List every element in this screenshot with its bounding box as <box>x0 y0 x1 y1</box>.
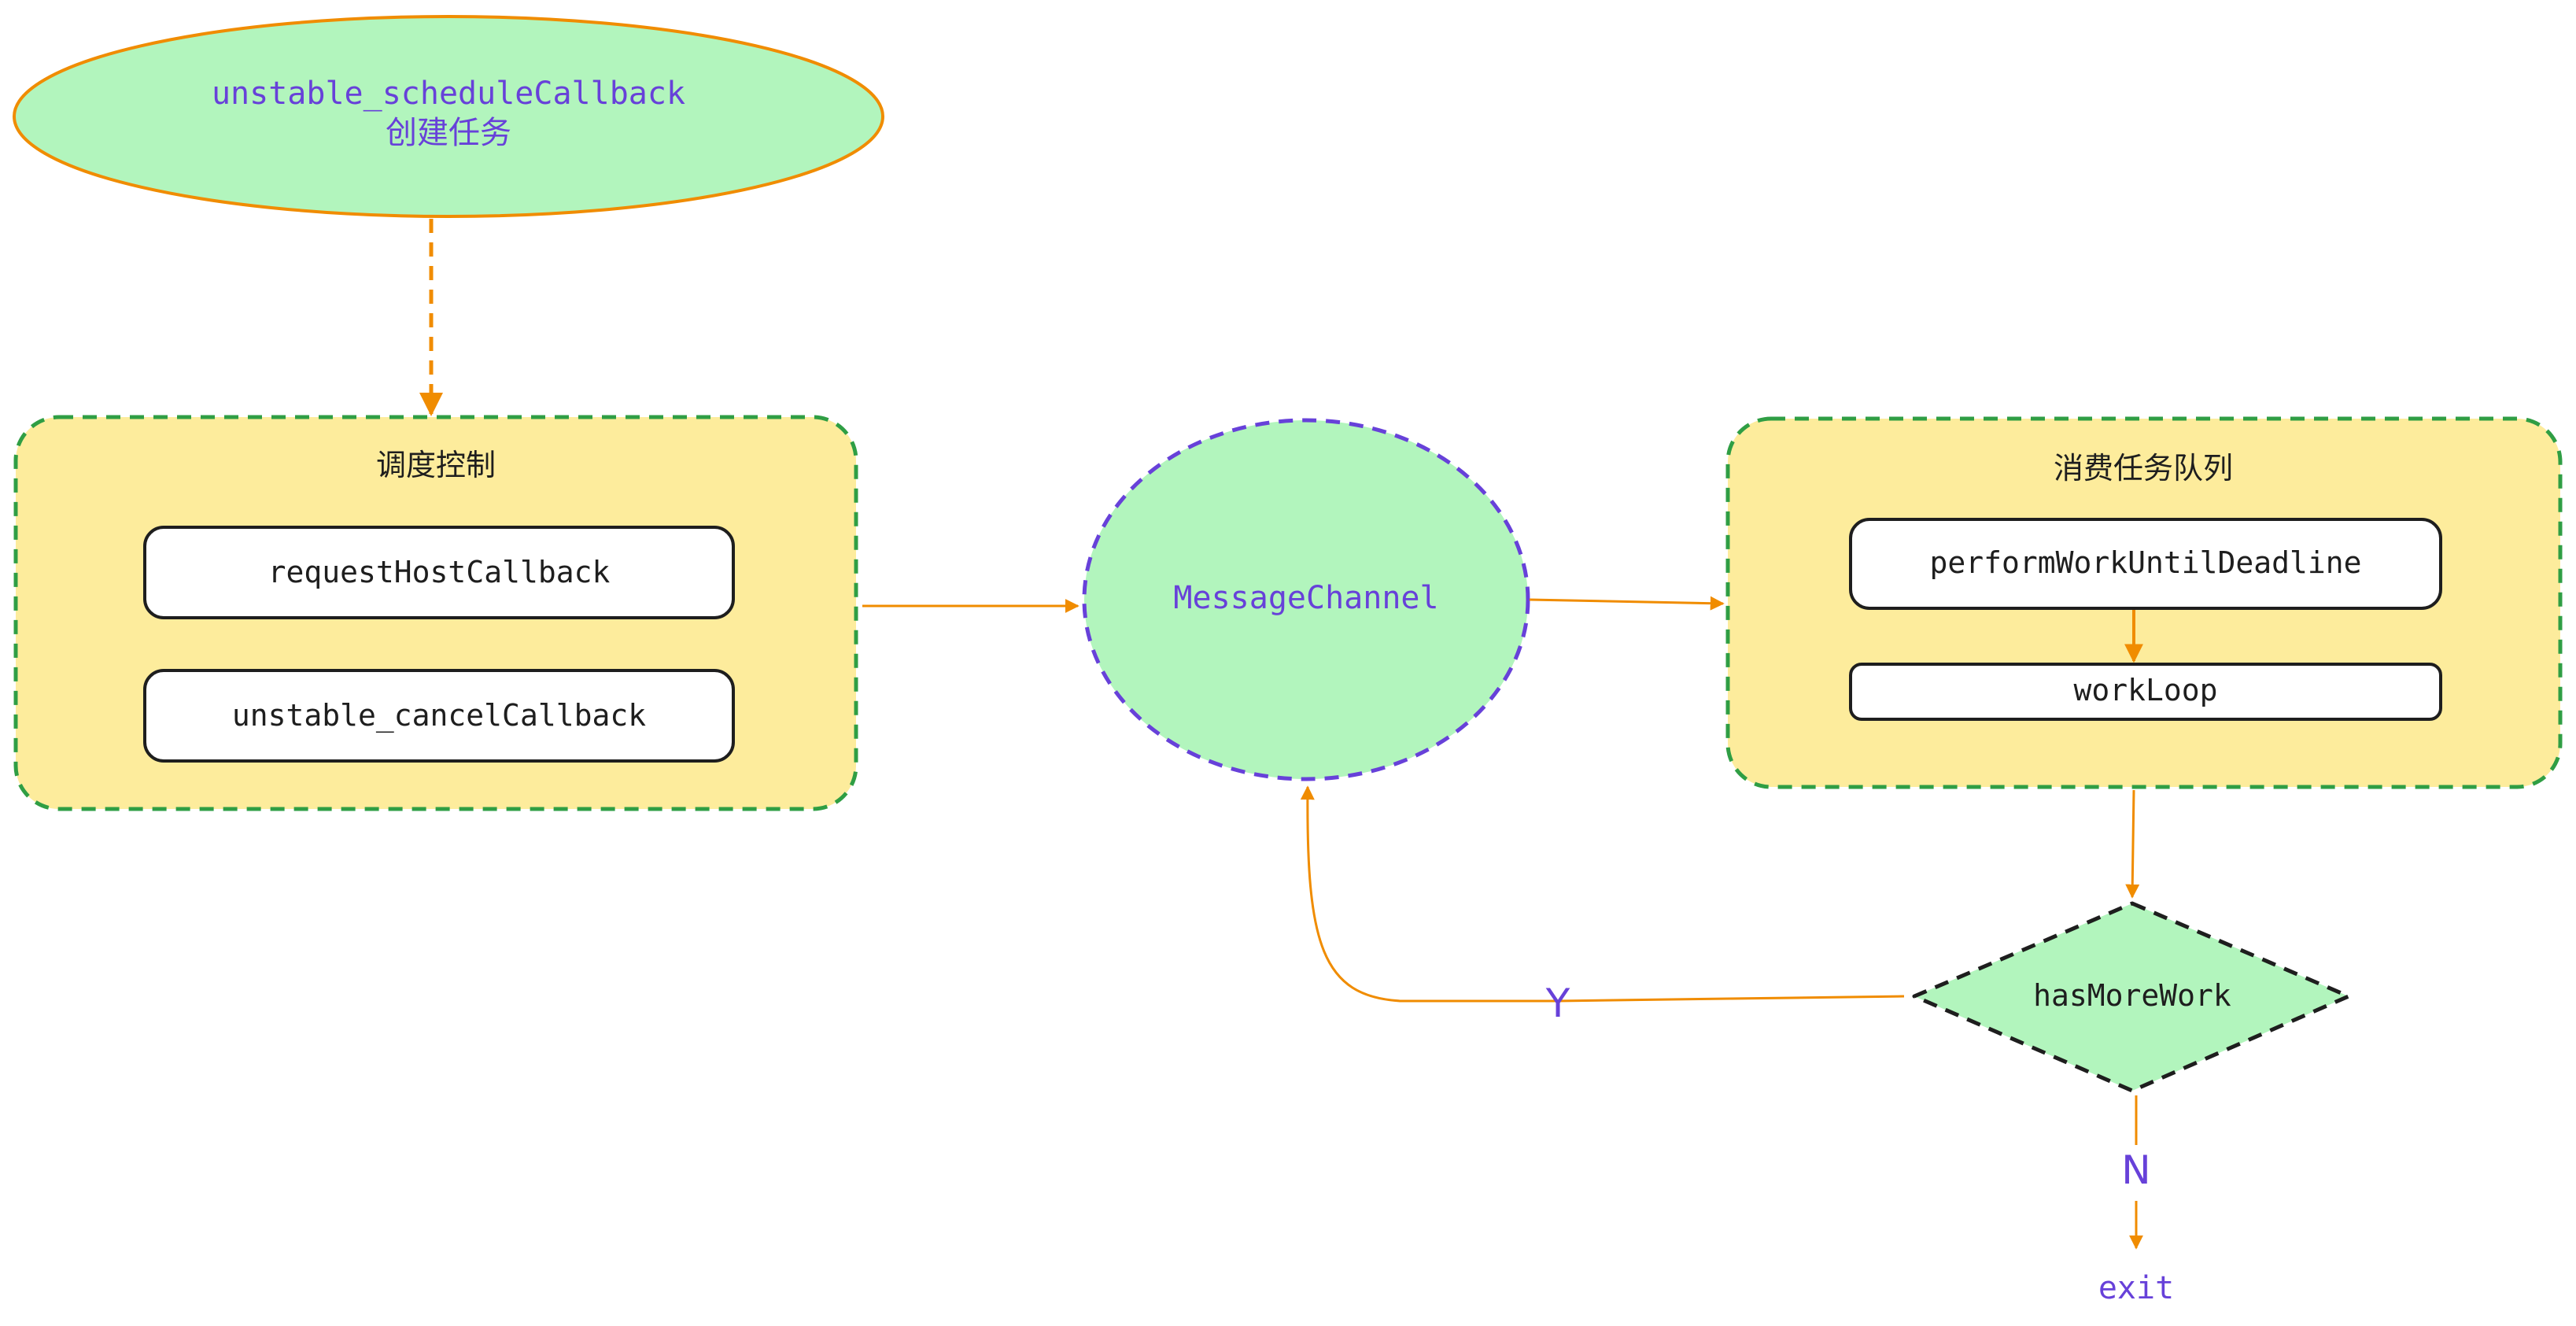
edge-channel-to-consume <box>1529 596 1725 611</box>
message-channel-ellipse <box>1082 418 1530 781</box>
start-ellipse <box>13 15 884 218</box>
message-channel-label: MessageChannel <box>1173 580 1438 616</box>
start-node-subtitle: 创建任务 <box>386 115 511 151</box>
work-loop-label: workLoop <box>2073 673 2217 707</box>
schedule-group-title: 调度控制 <box>376 448 496 482</box>
perform-work-label: performWorkUntilDeadline <box>1929 545 2361 580</box>
edge-yes-label: Y <box>1545 981 1570 1026</box>
exit-label: exit <box>2098 1270 2174 1306</box>
start-node-title: unstable_scheduleCallback <box>212 76 685 112</box>
consume-queue-group: 消费任务队列 performWorkUntilDeadline workLoop <box>1725 416 2563 789</box>
request-host-callback-box <box>143 526 735 619</box>
perform-work-box <box>1849 518 2442 610</box>
decision-diamond <box>1912 901 2351 1093</box>
edge-consume-to-decision <box>2125 789 2140 899</box>
cancel-callback-box <box>143 669 735 763</box>
has-more-work-node: hasMoreWork <box>1912 901 2351 1093</box>
decision-label: hasMoreWork <box>2033 978 2231 1013</box>
work-loop-box <box>1849 663 2442 721</box>
start-node: unstable_scheduleCallback 创建任务 <box>13 15 884 218</box>
cancel-callback-label: unstable_cancelCallback <box>232 698 646 733</box>
request-host-callback-label: requestHostCallback <box>268 555 611 589</box>
edge-no-label: N <box>2121 1147 2150 1193</box>
consume-group-title: 消费任务队列 <box>2054 451 2233 486</box>
edge-yes-to-channel <box>1300 785 1905 1003</box>
message-channel-node: MessageChannel <box>1082 418 1530 781</box>
schedule-control-group: 调度控制 requestHostCallback unstable_cancel… <box>13 415 858 811</box>
